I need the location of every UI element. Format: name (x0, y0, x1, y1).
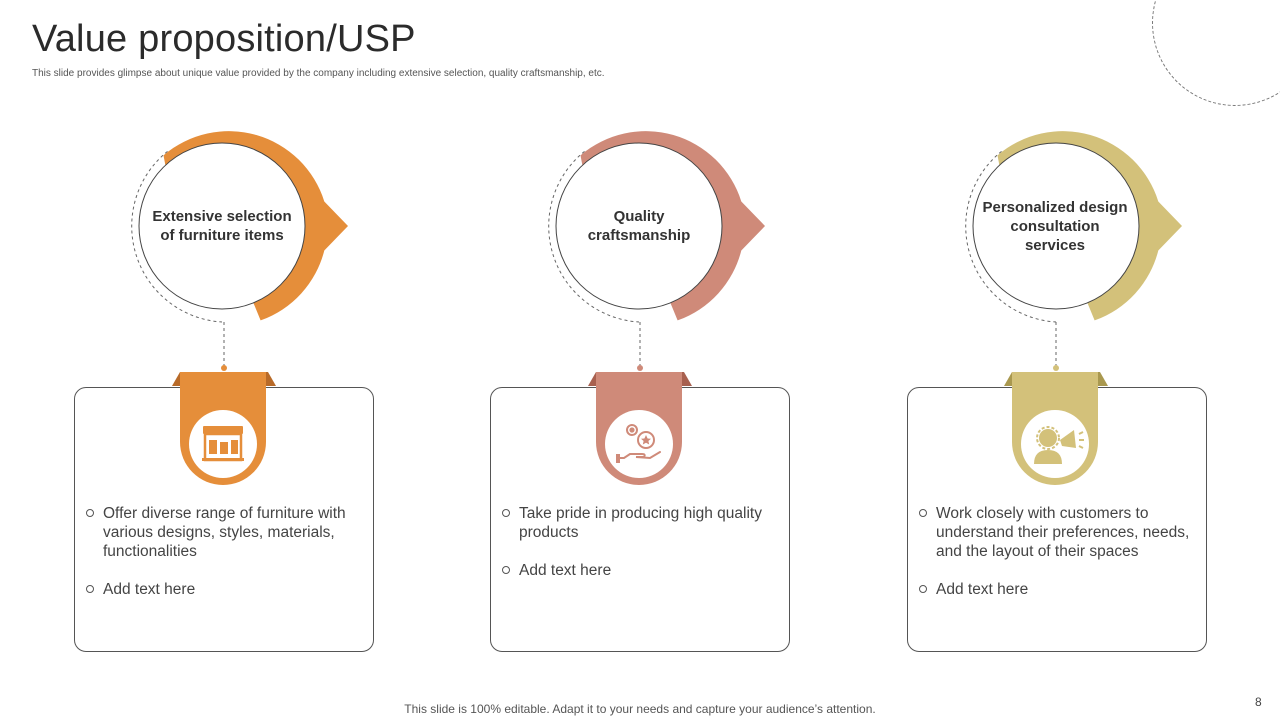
bullet-item: Add text here (918, 580, 1200, 599)
bullet-circle-icon (86, 509, 94, 517)
ring-dashed-arc-1 (131, 151, 223, 323)
connector-dot-1 (221, 365, 227, 371)
page-title: Value proposition/USP (32, 18, 416, 60)
connector-dot-2 (637, 365, 643, 371)
furniture-store-icon (202, 426, 244, 462)
bullet-circle-icon (86, 585, 94, 593)
ring-dashed-arc-3 (965, 151, 1057, 323)
quality-gears-hand-icon (616, 424, 661, 463)
circle-heading-1: Extensive selection of furniture items (152, 208, 292, 244)
ring-dashed-arc-2 (548, 151, 640, 323)
circle-heading-2: Quality craftsmanship (587, 208, 691, 244)
consultant-megaphone-icon (1034, 426, 1084, 464)
page-number: 8 (1255, 695, 1262, 709)
ribbon-3 (1004, 372, 1108, 485)
bullet-list-2: Take pride in producing high quality pro… (501, 504, 783, 599)
ribbon-1 (172, 372, 276, 485)
bullet-circle-icon (919, 509, 927, 517)
ring-circle-2 (555, 142, 723, 310)
bullet-circle-icon (502, 566, 510, 574)
bullet-item: Work closely with customers to understan… (918, 504, 1200, 561)
circle-heading-3: Personalized design consultation service… (982, 198, 1128, 254)
ring-group-3 (965, 131, 1182, 371)
rings-graphic (131, 131, 1182, 371)
ring-arc-1 (163, 131, 348, 321)
bullet-circle-icon (502, 509, 510, 517)
ring-arc-2 (580, 131, 765, 321)
bullet-list-1: Offer diverse range of furniture with va… (85, 504, 367, 618)
page-subtitle: This slide provides glimpse about unique… (32, 68, 605, 79)
bullet-item: Add text here (501, 561, 783, 580)
bullet-item: Take pride in producing high quality pro… (501, 504, 783, 542)
ring-group-2 (548, 131, 765, 371)
bullet-circle-icon (919, 585, 927, 593)
ring-arc-3 (997, 131, 1182, 321)
footer-note: This slide is 100% editable. Adapt it to… (404, 702, 876, 716)
bullet-item: Add text here (85, 580, 367, 599)
connector-dot-3 (1053, 365, 1059, 371)
bullet-list-3: Work closely with customers to understan… (918, 504, 1200, 618)
ring-circle-1 (138, 142, 306, 310)
ring-circle-3 (972, 142, 1140, 310)
ribbon-2 (588, 372, 692, 485)
ring-group-1 (131, 131, 348, 371)
bullet-item: Offer diverse range of furniture with va… (85, 504, 367, 561)
